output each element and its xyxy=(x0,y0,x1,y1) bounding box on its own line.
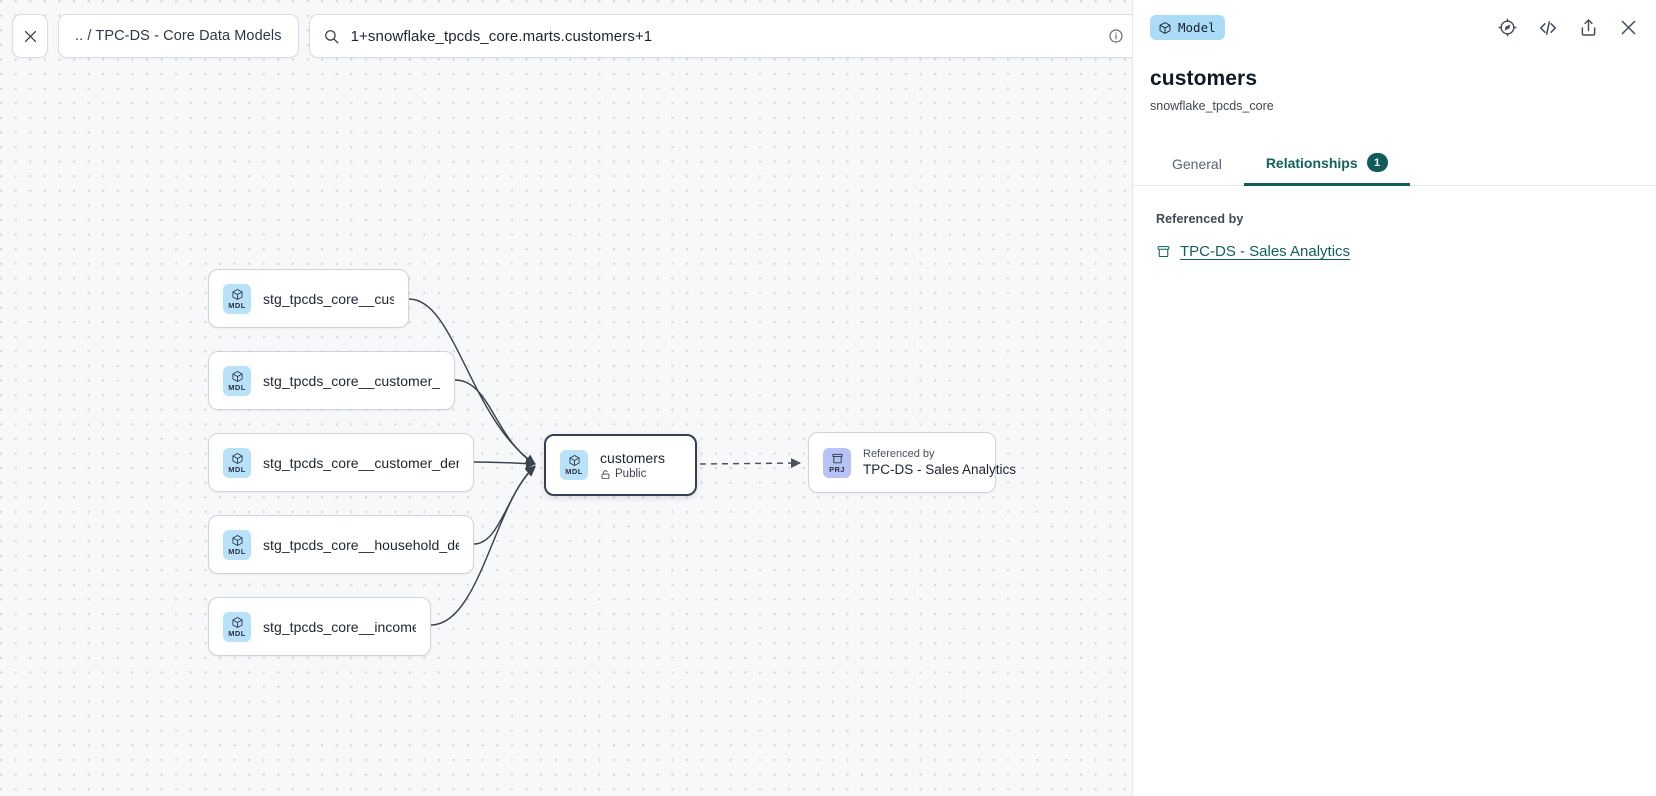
cube-icon xyxy=(231,452,244,465)
breadcrumb[interactable]: .. / TPC-DS - Core Data Models xyxy=(58,14,299,58)
referenced-by-link[interactable]: TPC-DS - Sales Analytics xyxy=(1180,243,1351,260)
share-icon[interactable] xyxy=(1578,17,1599,38)
node-title: stg_tpcds_core__customer_demogra… xyxy=(263,454,459,471)
cube-icon xyxy=(231,370,244,383)
badge-text: MDL xyxy=(228,546,246,556)
graph-node-stg-customer-address[interactable]: MDL stg_tpcds_core__customer_address xyxy=(208,351,455,410)
badge-text: MDL xyxy=(228,464,246,474)
model-badge: MDL xyxy=(223,447,251,478)
node-title: stg_tpcds_core__household_demogr… xyxy=(263,536,459,553)
lineage-canvas[interactable]: .. / TPC-DS - Core Data Models 1+snowfla… xyxy=(0,0,1132,796)
edge-customers-to-project xyxy=(699,458,802,469)
lineage-edges xyxy=(408,298,802,626)
search-icon xyxy=(323,28,340,45)
node-body: stg_tpcds_core__household_demogr… xyxy=(263,537,459,553)
node-title: customers xyxy=(600,450,666,466)
panel-actions xyxy=(1497,17,1639,39)
graph-node-stg-customer-demographics[interactable]: MDL stg_tpcds_core__customer_demogra… xyxy=(208,433,474,492)
node-visibility-label: Public xyxy=(615,468,647,480)
edge-customer-demographics-to-customers xyxy=(473,458,537,469)
badge-text: MDL xyxy=(565,467,583,476)
node-body: Referenced by TPC-DS - Sales Analytics xyxy=(863,447,1017,478)
focus-icon[interactable] xyxy=(1497,17,1518,38)
unlock-icon xyxy=(600,469,611,480)
project-badge: PRJ xyxy=(823,447,851,478)
panel-toolbar: Model xyxy=(1133,0,1656,55)
relationships-content: Referenced by TPC-DS - Sales Analytics xyxy=(1133,186,1656,260)
search-value: 1+snowflake_tpcds_core.marts.customers+1 xyxy=(350,27,653,45)
code-icon[interactable] xyxy=(1537,17,1559,39)
node-visibility: Public xyxy=(600,468,665,480)
graph-node-stg-income-band[interactable]: MDL stg_tpcds_core__income_band xyxy=(208,597,431,656)
tab-general[interactable]: General xyxy=(1150,147,1244,186)
close-icon xyxy=(22,28,39,45)
info-circle-icon[interactable] xyxy=(1108,28,1124,44)
canvas-toolbar: .. / TPC-DS - Core Data Models 1+snowfla… xyxy=(12,14,1132,58)
tab-count-badge: 1 xyxy=(1366,153,1388,172)
panel-tabs: General Relationships 1 xyxy=(1133,144,1656,186)
model-badge: MDL xyxy=(223,611,251,642)
cube-icon xyxy=(231,534,244,547)
asset-type-chip[interactable]: Model xyxy=(1150,15,1225,40)
edge-income-band-to-customers xyxy=(430,466,536,626)
project-box-icon xyxy=(1156,244,1171,259)
model-badge: MDL xyxy=(560,450,588,480)
tab-label: Relationships xyxy=(1265,154,1358,171)
node-title: stg_tpcds_core__income_band xyxy=(263,618,416,635)
model-badge: MDL xyxy=(223,529,251,560)
cube-icon xyxy=(231,288,244,301)
edge-customer-address-to-customers xyxy=(454,379,536,465)
node-kicker: Referenced by xyxy=(863,448,935,460)
referenced-by-item[interactable]: TPC-DS - Sales Analytics xyxy=(1156,243,1639,260)
node-body: stg_tpcds_core__customer xyxy=(263,291,394,307)
cube-icon xyxy=(568,454,581,467)
node-title: stg_tpcds_core__customer xyxy=(263,290,394,307)
node-title: TPC-DS - Sales Analytics xyxy=(863,462,1017,477)
tab-relationships[interactable]: Relationships 1 xyxy=(1243,144,1410,186)
project-box-icon xyxy=(831,452,844,465)
graph-node-stg-customer[interactable]: MDL stg_tpcds_core__customer xyxy=(208,269,409,328)
lineage-search-input[interactable]: 1+snowflake_tpcds_core.marts.customers+1 xyxy=(308,14,1132,58)
model-badge: MDL xyxy=(223,365,251,396)
referenced-by-label: Referenced by xyxy=(1156,212,1244,226)
graph-node-project-sales-analytics[interactable]: PRJ Referenced by TPC-DS - Sales Analyti… xyxy=(808,432,1017,493)
cube-icon xyxy=(1158,21,1172,35)
model-badge: MDL xyxy=(223,283,251,314)
breadcrumb-label: .. / TPC-DS - Core Data Models xyxy=(75,28,282,44)
panel-subtitle: snowflake_tpcds_core xyxy=(1150,99,1274,113)
node-body: customers Public xyxy=(600,450,665,480)
graph-node-customers-selected[interactable]: MDL customers Public xyxy=(544,434,697,496)
asset-type-label: Model xyxy=(1178,20,1216,35)
panel-header: customers snowflake_tpcds_core xyxy=(1133,55,1656,113)
badge-text: PRJ xyxy=(829,464,845,474)
details-panel: Model xyxy=(1132,0,1656,796)
badge-text: MDL xyxy=(228,628,246,638)
cube-icon xyxy=(231,616,244,629)
badge-text: MDL xyxy=(228,382,246,392)
close-graph-button[interactable] xyxy=(12,14,48,58)
page-title: customers xyxy=(1150,67,1258,90)
node-body: stg_tpcds_core__income_band xyxy=(263,619,416,635)
graph-node-stg-household-demographics[interactable]: MDL stg_tpcds_core__household_demogr… xyxy=(208,515,474,574)
badge-text: MDL xyxy=(228,300,246,310)
node-title: stg_tpcds_core__customer_address xyxy=(263,372,440,389)
node-body: stg_tpcds_core__customer_demogra… xyxy=(263,455,459,471)
tab-label: General xyxy=(1172,156,1222,172)
close-icon[interactable] xyxy=(1618,17,1639,38)
node-body: stg_tpcds_core__customer_address xyxy=(263,373,440,389)
